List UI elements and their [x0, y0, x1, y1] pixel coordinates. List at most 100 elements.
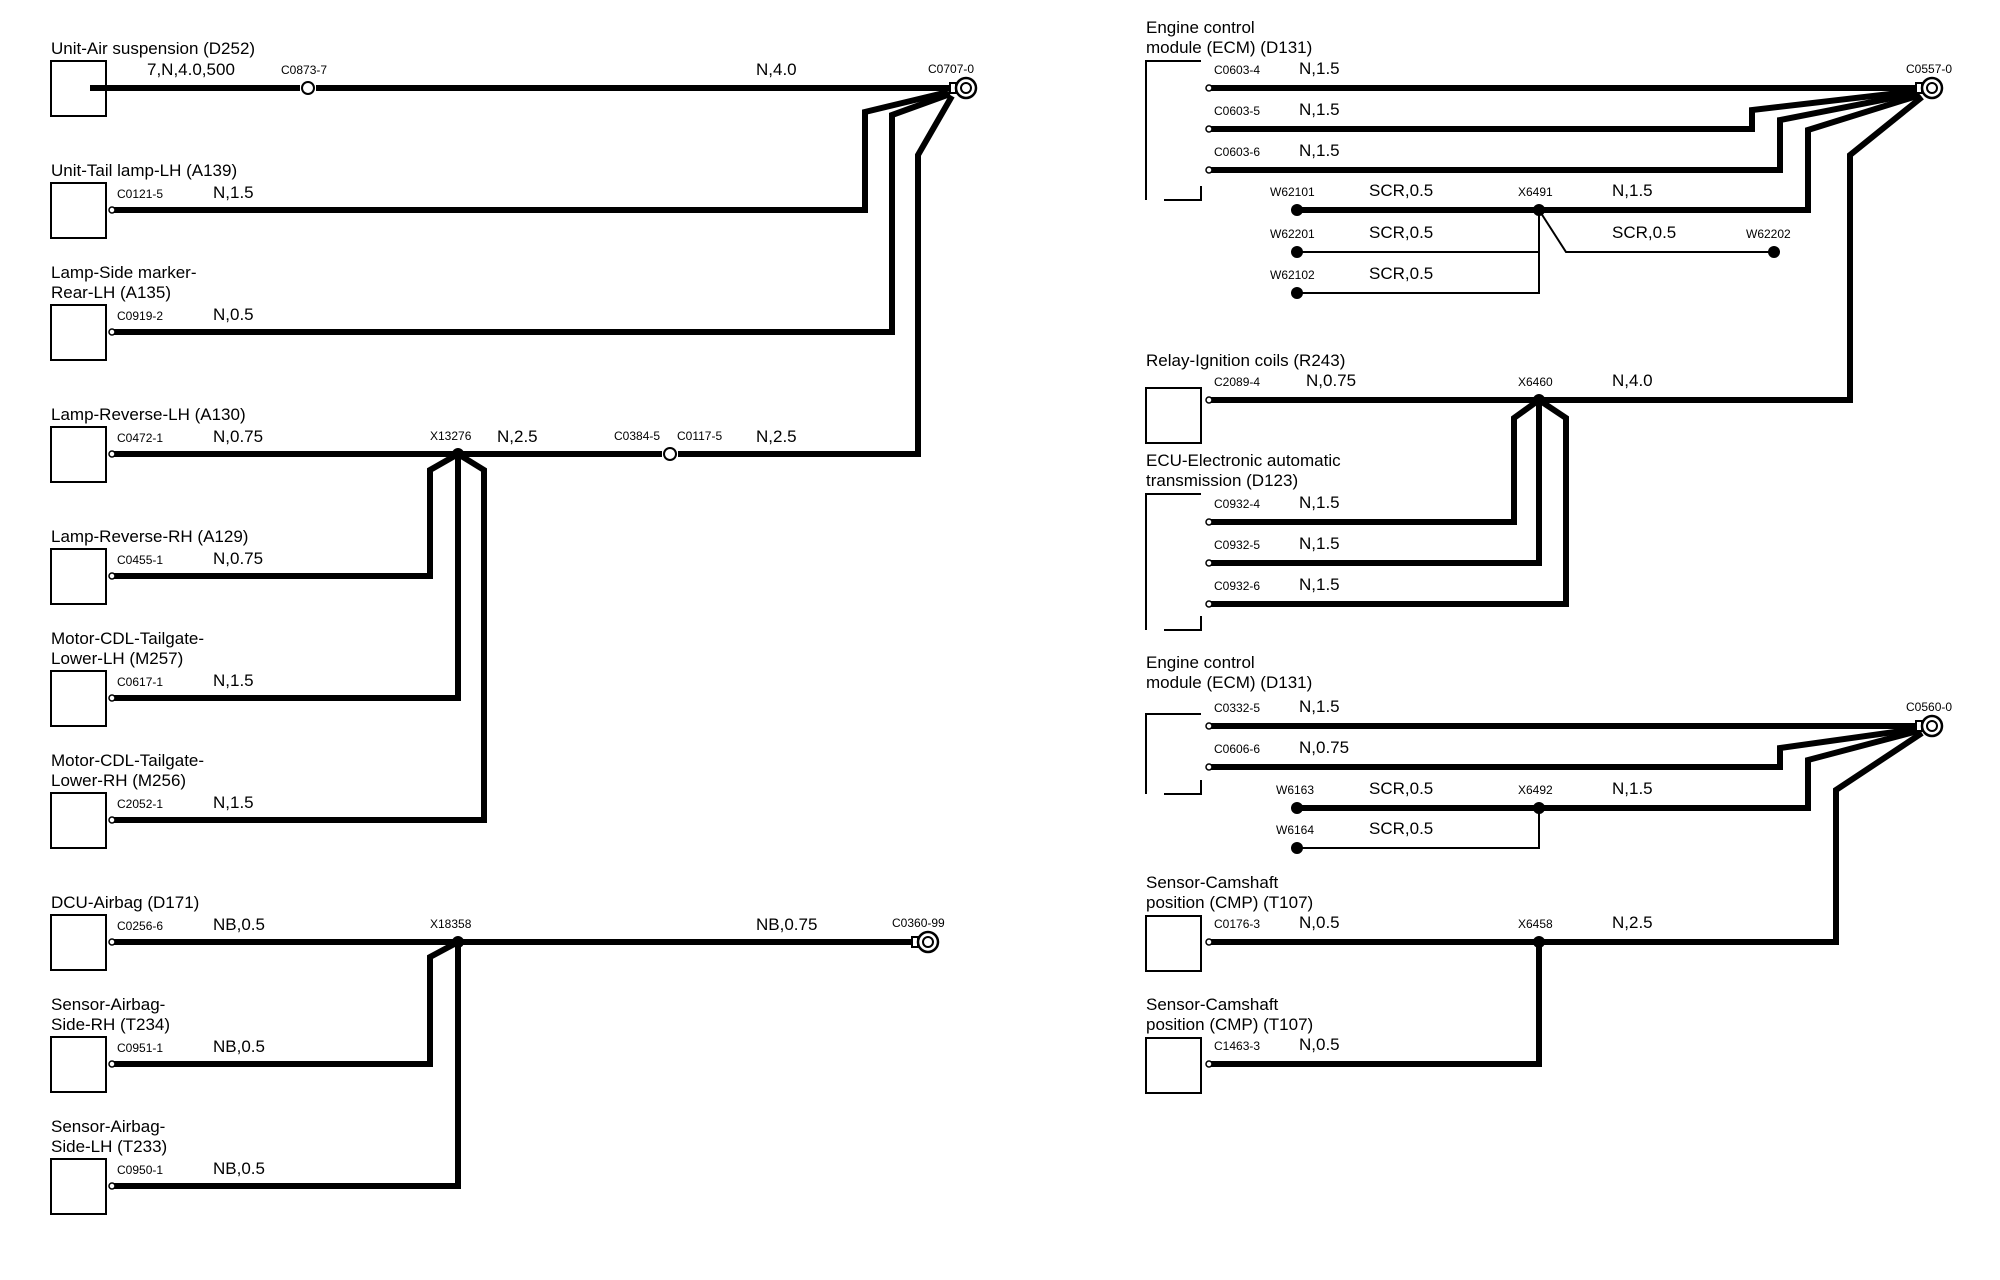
component-label: Motor-CDL-Tailgate- — [51, 629, 204, 648]
component-label: Lamp-Reverse-RH (A129) — [51, 527, 248, 546]
component-label: position (CMP) (T107) — [1146, 1015, 1313, 1034]
wire — [1297, 728, 1919, 811]
wire — [1209, 88, 1917, 132]
wire — [1209, 730, 1924, 945]
component-label: transmission (D123) — [1146, 471, 1298, 490]
wire-label: NB,0.5 — [213, 1159, 265, 1178]
component-label: Lamp-Side marker- — [51, 263, 197, 282]
screen-wire — [1538, 209, 1774, 253]
screen-label: W6164 — [1276, 823, 1314, 837]
screen-wire — [1297, 210, 1540, 294]
pin-label: C0932-5 — [1214, 538, 1260, 552]
wire-label: SCR,0.5 — [1369, 264, 1433, 283]
wire-label: N,1.5 — [1612, 181, 1653, 200]
splice-label: X18358 — [430, 917, 472, 931]
connector-label: C0873-7 — [281, 63, 327, 77]
connector-label: C0117-5 — [677, 429, 722, 443]
wire-label: NB,0.5 — [213, 1037, 265, 1056]
wire-label: NB,0.75 — [756, 915, 817, 934]
inline-connector-symbol — [301, 81, 677, 461]
wire-label: SCR,0.5 — [1369, 819, 1433, 838]
component-label: Unit-Air suspension (D252) — [51, 39, 255, 58]
component-box — [50, 60, 107, 1215]
wire-label: SCR,0.5 — [1612, 223, 1676, 242]
pin-label: C0176-3 — [1214, 917, 1260, 931]
wire — [1209, 90, 1919, 173]
component-label: DCU-Airbag (D171) — [51, 893, 199, 912]
component-label: ECU-Electronic automatic — [1146, 451, 1341, 470]
component-label: Engine control — [1146, 653, 1255, 672]
wire-label: N,1.5 — [213, 183, 254, 202]
connector-label: C0384-5 — [614, 429, 660, 443]
component-label: module (ECM) (D131) — [1146, 38, 1312, 57]
pin-label: C0919-2 — [117, 309, 163, 323]
splice-dot — [1291, 204, 1780, 948]
pin-label: C0950-1 — [117, 1163, 163, 1177]
component-box — [1145, 60, 1202, 1094]
pin-label: C0617-1 — [117, 675, 163, 689]
component-label: Relay-Ignition coils (R243) — [1146, 351, 1345, 370]
wire-label: 7,N,4.0,500 — [147, 60, 235, 79]
component-label: Sensor-Camshaft — [1146, 873, 1279, 892]
pin-label: C2089-4 — [1214, 375, 1260, 389]
pin-label: C0121-5 — [117, 187, 163, 201]
wire-label: SCR,0.5 — [1369, 779, 1433, 798]
pin-label: C0455-1 — [117, 553, 163, 567]
wire-label: N,2.5 — [1612, 913, 1653, 932]
component-label: Sensor-Airbag- — [51, 995, 165, 1014]
wire-label: N,0.75 — [213, 549, 263, 568]
wire — [112, 91, 952, 335]
wire-label: N,0.5 — [1299, 913, 1340, 932]
component-label: Engine control — [1146, 18, 1255, 37]
pin-label: C0603-4 — [1214, 63, 1260, 77]
screen-wire — [1297, 807, 1540, 849]
wire-label: N,1.5 — [1299, 534, 1340, 553]
ground-symbol — [1915, 714, 1944, 738]
pin-label: C0332-5 — [1214, 701, 1260, 715]
wire-label: N,0.5 — [1299, 1035, 1340, 1054]
splice-dot — [452, 936, 464, 948]
pin-label: C0951-1 — [117, 1041, 163, 1055]
wire — [1209, 400, 1542, 566]
ground-symbol — [1915, 76, 1944, 100]
wire-label: N,1.5 — [213, 671, 254, 690]
screen-label: W62102 — [1270, 268, 1315, 282]
component-label: module (ECM) (D131) — [1146, 673, 1312, 692]
wire-label: N,1.5 — [1612, 779, 1653, 798]
component-label: Sensor-Camshaft — [1146, 995, 1279, 1014]
wire-label: N,2.5 — [756, 427, 797, 446]
screen-label: W62101 — [1270, 185, 1315, 199]
ground-symbol — [911, 930, 940, 954]
splice-label: X6492 — [1518, 783, 1553, 797]
component-label: Sensor-Airbag- — [51, 1117, 165, 1136]
component-label: Side-LH (T233) — [51, 1137, 167, 1156]
splice-label: X6460 — [1518, 375, 1553, 389]
pin-terminal — [108, 206, 116, 1190]
component-label: Motor-CDL-Tailgate- — [51, 751, 204, 770]
ground-label: C0360-99 — [892, 916, 945, 930]
pin-label: C0603-5 — [1214, 104, 1260, 118]
ground-label: C0557-0 — [1906, 62, 1952, 76]
component-label: Unit-Tail lamp-LH (A139) — [51, 161, 237, 180]
component-label: Side-RH (T234) — [51, 1015, 170, 1034]
pin-label: C0606-6 — [1214, 742, 1260, 756]
wire-label: N,1.5 — [213, 793, 254, 812]
screen-label: W62202 — [1746, 227, 1791, 241]
ground-label: C0707-0 — [928, 62, 974, 76]
wire — [112, 89, 949, 213]
wire-label: N,2.5 — [497, 427, 538, 446]
wire-label: N,1.5 — [1299, 100, 1340, 119]
wire-label: N,1.5 — [1299, 697, 1340, 716]
wire-label: N,1.5 — [1299, 493, 1340, 512]
component-label: Lower-RH (M256) — [51, 771, 186, 790]
wire — [112, 454, 461, 701]
pin-label: C0932-4 — [1214, 497, 1260, 511]
pin-terminal — [1205, 84, 1213, 1068]
component-label: Lower-LH (M257) — [51, 649, 183, 668]
wire — [1297, 92, 1921, 213]
wire-label: N,1.5 — [1299, 141, 1340, 160]
pin-label: C0256-6 — [117, 919, 163, 933]
wire-label: N,4.0 — [1612, 371, 1653, 390]
wire-label: N,0.75 — [213, 427, 263, 446]
